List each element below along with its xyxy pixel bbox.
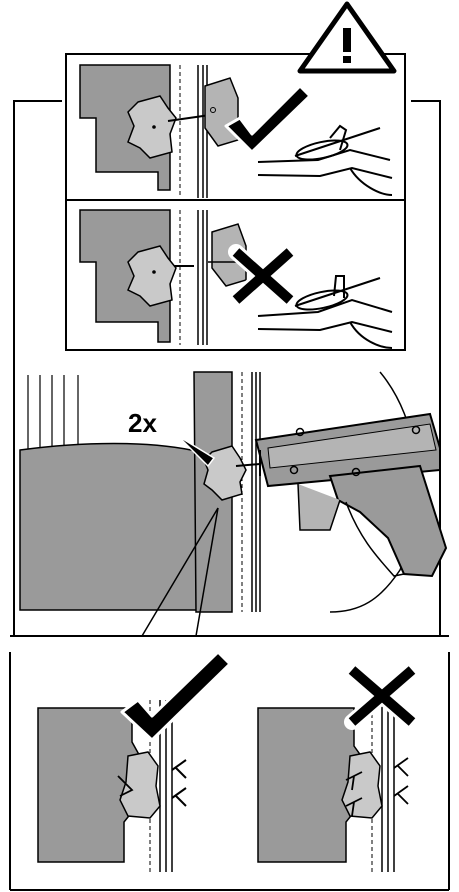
result-incorrect [258,670,412,872]
tagging-scene: 2x [20,372,446,636]
checkmark-icon [122,652,230,740]
warning-triangle-icon [300,4,394,71]
result-correct [38,652,230,872]
tag-gun [256,414,446,576]
multiplier-label: 2x [128,408,157,438]
